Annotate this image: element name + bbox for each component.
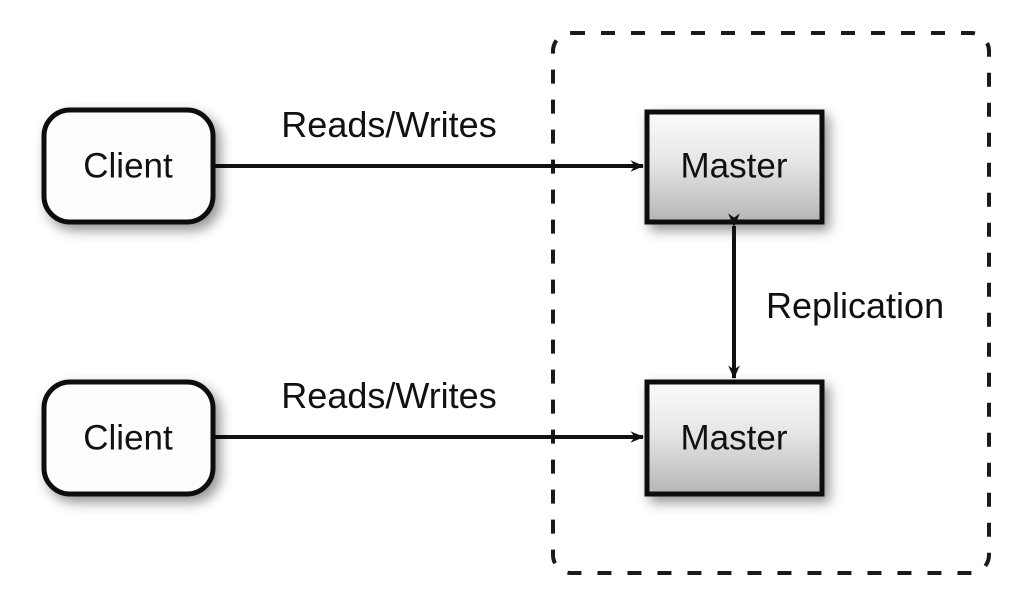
edge-replication: Replication <box>728 213 944 379</box>
client-node-bottom-shape <box>41 379 216 497</box>
client-node-bottom[interactable]: Client <box>41 379 216 497</box>
edge-reads-writes-top: Reads/Writes <box>213 104 644 172</box>
client-node-top[interactable]: Client <box>41 107 216 225</box>
edge-reads-writes-bottom-label: Reads/Writes <box>281 375 496 416</box>
edge-reads-writes-bottom: Reads/Writes <box>213 375 644 443</box>
master-node-top-shape <box>644 109 825 225</box>
master-node-bottom-label: Master <box>681 418 788 457</box>
master-node-top[interactable]: Master <box>644 109 825 225</box>
client-node-top-label: Client <box>83 146 173 185</box>
edge-replication-label: Replication <box>766 285 944 326</box>
client-node-top-shape <box>41 107 216 225</box>
client-node-bottom-label: Client <box>83 418 173 457</box>
master-node-top-label: Master <box>681 146 788 185</box>
edge-reads-writes-top-label: Reads/Writes <box>281 104 496 145</box>
master-node-bottom-shape <box>644 379 825 497</box>
master-node-bottom[interactable]: Master <box>644 379 825 497</box>
